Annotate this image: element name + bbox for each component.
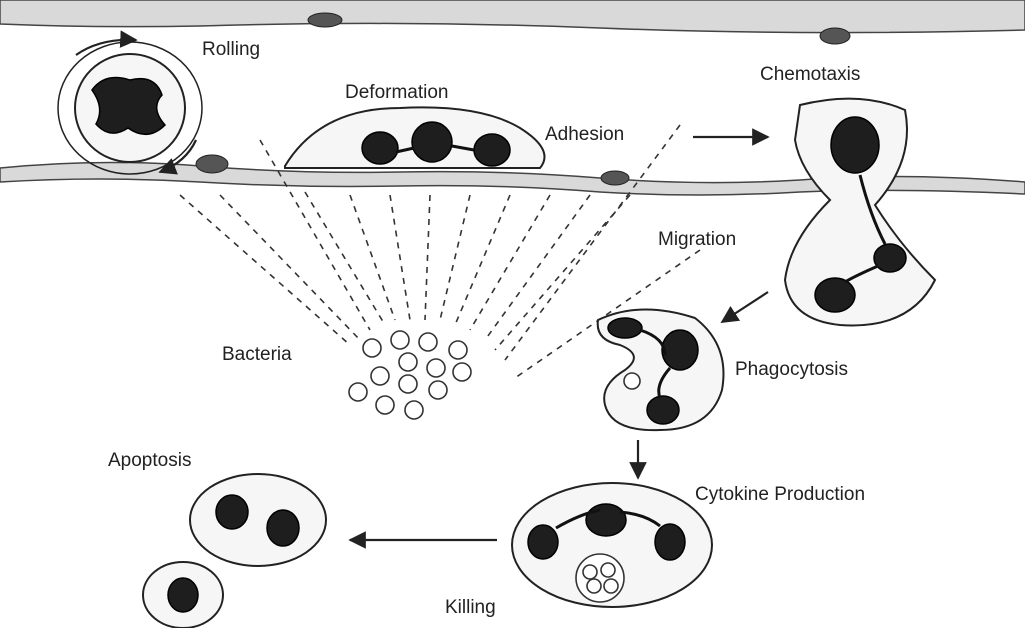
killing-label: Killing [445, 597, 496, 618]
migration-label: Migration [658, 229, 736, 250]
upper-vessel-wall [0, 0, 1025, 44]
bacteria-label: Bacteria [222, 344, 292, 365]
deforming-neutrophil [285, 107, 545, 168]
phagocytosis-label: Phagocytosis [735, 359, 848, 380]
apoptotic-neutrophils [143, 474, 326, 628]
killing-neutrophil [512, 483, 712, 607]
deformation-label: Deformation [345, 82, 449, 103]
apoptosis-label: Apoptosis [108, 450, 191, 471]
chemotaxis-label: Chemotaxis [760, 64, 860, 85]
endothelial-nucleus [820, 28, 850, 44]
endothelial-nucleus [308, 13, 342, 27]
endothelial-nucleus [601, 171, 629, 185]
arrow-to-phagocytosis [722, 292, 768, 322]
phagocytosing-neutrophil [598, 309, 724, 430]
cytokine-production-label: Cytokine Production [695, 484, 865, 505]
chemotaxis-neutrophil [785, 99, 935, 326]
rolling-neutrophil [58, 40, 202, 174]
rolling-label: Rolling [202, 39, 260, 60]
bacteria-cluster [349, 331, 471, 419]
endothelial-nucleus [196, 155, 228, 173]
adhesion-label: Adhesion [545, 124, 624, 145]
